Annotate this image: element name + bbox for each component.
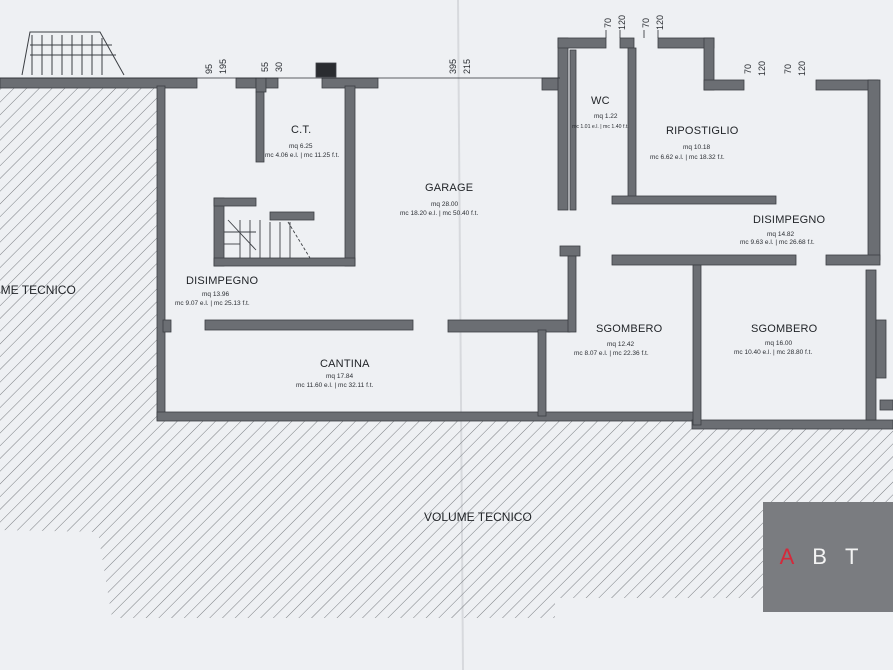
- room-name: SGOMBERO: [751, 323, 818, 335]
- walls: [0, 37, 893, 430]
- interior-stair: [224, 219, 311, 259]
- room-name: WC: [591, 95, 610, 107]
- room-name: CANTINA: [320, 358, 370, 370]
- room-area: mq 1.22: [594, 113, 618, 120]
- room-volumes: mc 4.06 e.l. | mc 11.25 f.t.: [265, 152, 339, 159]
- volume-tecnico-label: VOLUME TECNICO: [424, 510, 532, 524]
- abt-logo: ABT: [763, 502, 893, 612]
- room-area: mq 14.82: [767, 231, 794, 238]
- logo-letter: T: [844, 544, 877, 569]
- room-cantina: CANTINA mq 17.84 mc 11.60 e.l. | mc 32.1…: [296, 358, 374, 389]
- room-volumes: mc 6.62 e.l. | mc 18.32 f.t.: [650, 154, 725, 161]
- dim-label: 195: [218, 59, 228, 74]
- room-sgombero-right: SGOMBERO mq 16.00 mc 10.40 e.l. | mc 28.…: [734, 323, 818, 356]
- dim-label: 215: [462, 59, 472, 74]
- dim-label: 30: [274, 62, 284, 72]
- room-volumes: mc 10.40 e.l. | mc 28.80 f.t.: [734, 349, 812, 356]
- dim-label: 70: [641, 18, 651, 28]
- volume-tecnico-label: VOLUME TECNICO: [0, 283, 76, 297]
- logo-letter: A: [779, 544, 813, 569]
- dimension-markers: [0, 30, 659, 79]
- room-name: RIPOSTIGLIO: [666, 125, 739, 137]
- room-volumes: mc 9.07 e.l. | mc 25.13 f.t.: [175, 300, 250, 307]
- room-volumes: mc 9.63 e.l. | mc 26.68 f.t.: [740, 239, 815, 246]
- room-area: mq 6.25: [289, 143, 313, 150]
- room-area: mq 17.84: [326, 373, 353, 380]
- dim-label: 120: [797, 61, 807, 76]
- dim-label: 395: [448, 59, 458, 74]
- room-area: mq 10.18: [683, 144, 710, 151]
- room-volumes: mc 18.20 e.l. | mc 50.40 f.t.: [400, 210, 478, 217]
- room-name: SGOMBERO: [596, 323, 663, 335]
- dim-label: 120: [617, 15, 627, 30]
- room-garage: GARAGE mq 28.00 mc 18.20 e.l. | mc 50.40…: [400, 182, 478, 217]
- room-name: DISIMPEGNO: [186, 275, 259, 287]
- dim-label: 95: [204, 64, 214, 74]
- dim-label: 120: [655, 15, 665, 30]
- room-area: mq 13.96: [202, 291, 229, 298]
- hatched-area-bottom: [0, 420, 893, 618]
- room-disimpegno-left: DISIMPEGNO mq 13.96 mc 9.07 e.l. | mc 25…: [175, 275, 259, 307]
- room-volumes: mc 1.01 e.l. | mc 1.40 f.t.: [572, 124, 629, 130]
- external-stair: [21, 31, 125, 76]
- dim-label: 120: [757, 61, 767, 76]
- room-volumes: mc 11.60 e.l. | mc 32.11 f.t.: [296, 382, 374, 389]
- room-name: GARAGE: [425, 182, 473, 194]
- logo-letter: B: [812, 544, 845, 569]
- room-disimpegno-right: DISIMPEGNO mq 14.82 mc 9.63 e.l. | mc 26…: [740, 214, 826, 246]
- dim-label: 55: [260, 62, 270, 72]
- dim-label: 70: [603, 18, 613, 28]
- dim-label: 70: [743, 64, 753, 74]
- room-ct: C.T. mq 6.25 mc 4.06 e.l. | mc 11.25 f.t…: [265, 124, 339, 159]
- hatched-area-left: [0, 88, 158, 420]
- room-area: mq 12.42: [607, 341, 634, 348]
- room-area: mq 28.00: [431, 201, 458, 208]
- room-name: DISIMPEGNO: [753, 214, 826, 226]
- room-wc: WC mq 1.22 mc 1.01 e.l. | mc 1.40 f.t.: [572, 95, 629, 130]
- room-volumes: mc 8.07 e.l. | mc 22.36 f.t.: [574, 350, 649, 357]
- room-area: mq 16.00: [765, 340, 792, 347]
- room-sgombero-left: SGOMBERO mq 12.42 mc 8.07 e.l. | mc 22.3…: [574, 323, 663, 357]
- dim-label: 70: [783, 64, 793, 74]
- room-ripostiglio: RIPOSTIGLIO mq 10.18 mc 6.62 e.l. | mc 1…: [650, 125, 739, 161]
- room-name: C.T.: [291, 124, 311, 136]
